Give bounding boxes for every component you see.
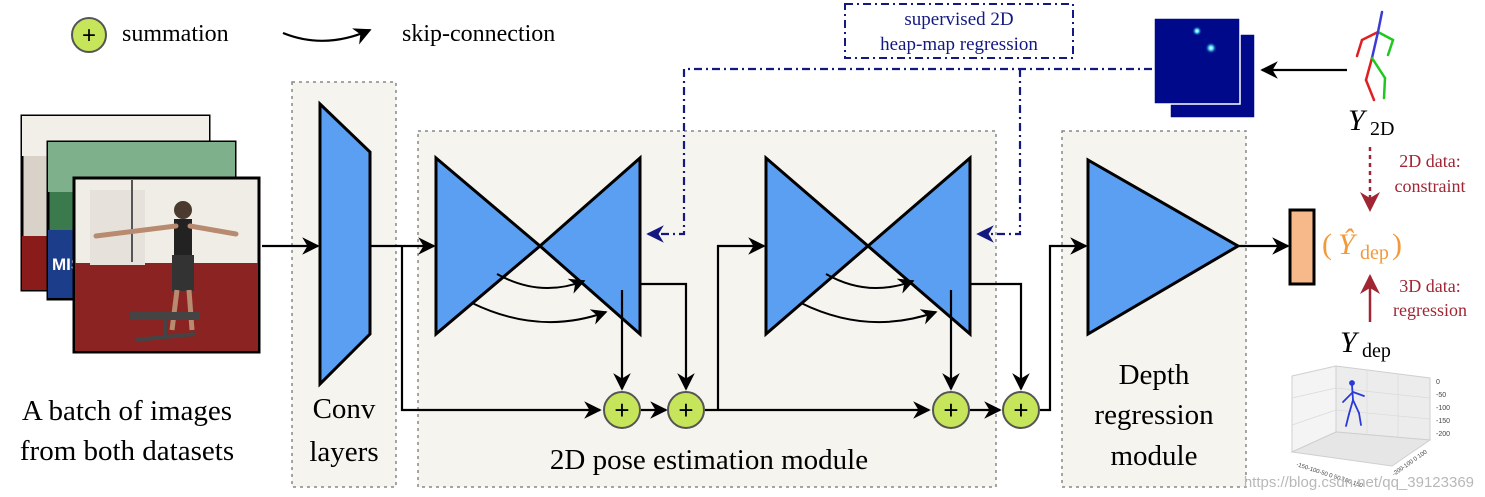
svg-text:Ŷ: Ŷ <box>1338 228 1358 261</box>
summation-node: + <box>1002 391 1040 429</box>
skip-arrow <box>800 302 938 325</box>
svg-text:): ) <box>1392 228 1402 261</box>
plot-z-tick: -50 <box>1436 392 1446 399</box>
svg-text:+: + <box>1013 395 1028 425</box>
summation-node: + <box>603 391 641 429</box>
input-caption-line2: from both datasets <box>20 435 234 467</box>
flow-arrows <box>262 237 1290 419</box>
svg-text:Y: Y <box>1340 326 1360 359</box>
summation-icon <box>71 17 107 53</box>
conv-label-line1: Conv <box>313 393 376 425</box>
skip-arrow <box>496 273 586 294</box>
constraint-label-line2: constraint <box>1395 176 1466 196</box>
pose-module-box <box>417 130 997 488</box>
svg-text:+: + <box>943 395 958 425</box>
skeleton-2d-icon <box>1355 10 1395 102</box>
supervision-path: supervised 2D heap-map regression <box>646 3 1152 243</box>
chair-figure <box>130 312 200 342</box>
skeleton-3d-icon <box>1342 380 1365 427</box>
svg-text:Y: Y <box>1348 104 1368 137</box>
legend-summation-label: summation <box>122 21 229 47</box>
legend-skip-label: skip-connection <box>402 21 555 47</box>
plot-z-tick: -150 <box>1436 418 1450 425</box>
regression-label-line1: 3D data: <box>1399 276 1460 296</box>
depth-label-line2: regression <box>1094 399 1214 431</box>
watermark: https://blog.csdn.net/qq_39123369 <box>1244 474 1474 491</box>
skip-arrow <box>471 302 608 325</box>
svg-text:+: + <box>614 395 629 425</box>
summation-node: + <box>667 391 705 429</box>
hourglass-2 <box>764 154 972 338</box>
depth-label-line3: module <box>1111 440 1198 472</box>
plus-glyph: + <box>82 22 96 49</box>
pose-module-label: 2D pose estimation module <box>550 444 868 476</box>
hourglass-1 <box>434 154 642 338</box>
skip-connection-icon <box>282 28 372 45</box>
constraint-label-line1: 2D data: <box>1399 151 1460 171</box>
supervision-line1: supervised 2D <box>904 9 1013 30</box>
plot-z-tick: 0 <box>1436 379 1440 386</box>
plot-z-tick: -100 <box>1436 405 1450 412</box>
conv-layers-block <box>318 100 372 388</box>
output-vector <box>1288 208 1316 286</box>
input-caption-line1: A batch of images <box>22 395 232 427</box>
conv-label-line2: layers <box>309 436 378 468</box>
plot-z-tick: -200 <box>1436 431 1450 438</box>
depth-regression-block <box>1086 157 1241 337</box>
heatmap-stack <box>1153 17 1256 119</box>
input-image-stack: MIST UN <box>20 114 261 354</box>
svg-text:+: + <box>678 395 693 425</box>
legend: + summation skip-connection <box>71 17 555 53</box>
person-figure <box>93 201 239 331</box>
depth-label-line1: Depth <box>1119 359 1190 391</box>
ydep-label: Y dep <box>1340 326 1391 362</box>
svg-text:(: ( <box>1322 228 1332 261</box>
supervision-line2: heap-map regression <box>880 34 1038 55</box>
summation-nodes: + + + + <box>603 391 1040 429</box>
regression-label-line2: regression <box>1393 300 1467 320</box>
supervision-box <box>844 3 1074 59</box>
ydep-hat-label: ( Ŷ dep ) <box>1322 228 1402 264</box>
y2d-label: Y 2D <box>1348 104 1394 140</box>
svg-text:dep: dep <box>1360 242 1389 264</box>
skip-arrow <box>825 273 915 294</box>
pose-3d-plot: 0 -50 -100 -150 -200 -150-100-50 0 50 10… <box>1290 365 1450 490</box>
summation-node: + <box>932 391 970 429</box>
svg-text:dep: dep <box>1362 340 1391 362</box>
svg-text:2D: 2D <box>1370 118 1394 140</box>
